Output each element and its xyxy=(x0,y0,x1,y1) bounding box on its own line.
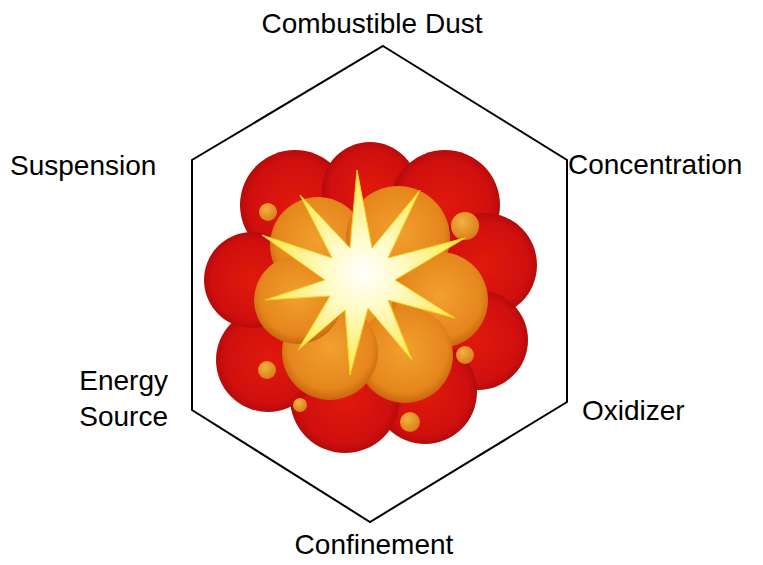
ember-dot xyxy=(259,203,277,221)
vertex-label: Confinement xyxy=(295,527,454,563)
vertex-label: Suspension xyxy=(10,148,156,184)
blast-star xyxy=(262,170,465,375)
red-cloud xyxy=(204,142,537,453)
vertex-label: Combustible Dust xyxy=(262,6,483,42)
ember-dot xyxy=(293,398,307,412)
hexagon-outline xyxy=(192,46,567,522)
vertex-label: Energy Source xyxy=(58,363,168,435)
ember-dot xyxy=(258,361,276,379)
ember-dot xyxy=(456,346,474,364)
vertex-label: Concentration xyxy=(568,147,742,183)
ember-dot xyxy=(400,412,420,432)
vertex-label: Oxidizer xyxy=(582,393,685,429)
ember-dot xyxy=(451,212,479,240)
